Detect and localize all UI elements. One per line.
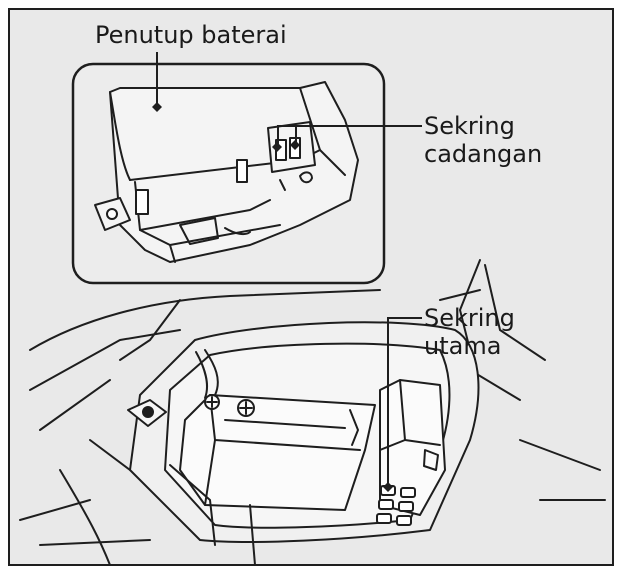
battery-cover-label: Penutup baterai — [95, 21, 287, 49]
main-fuse-label-line1: Sekring — [424, 304, 515, 332]
spare-fuse-label-line2: cadangan — [424, 140, 542, 168]
main-fuse-label-line2: utama — [424, 332, 501, 360]
scooter-body-illustration — [19, 259, 606, 566]
spare-fuse-label-line1: Sekring — [424, 112, 515, 140]
battery-cover-inset — [71, 62, 386, 285]
main-fuse-marker — [383, 482, 393, 492]
leader-lines — [156, 52, 422, 486]
